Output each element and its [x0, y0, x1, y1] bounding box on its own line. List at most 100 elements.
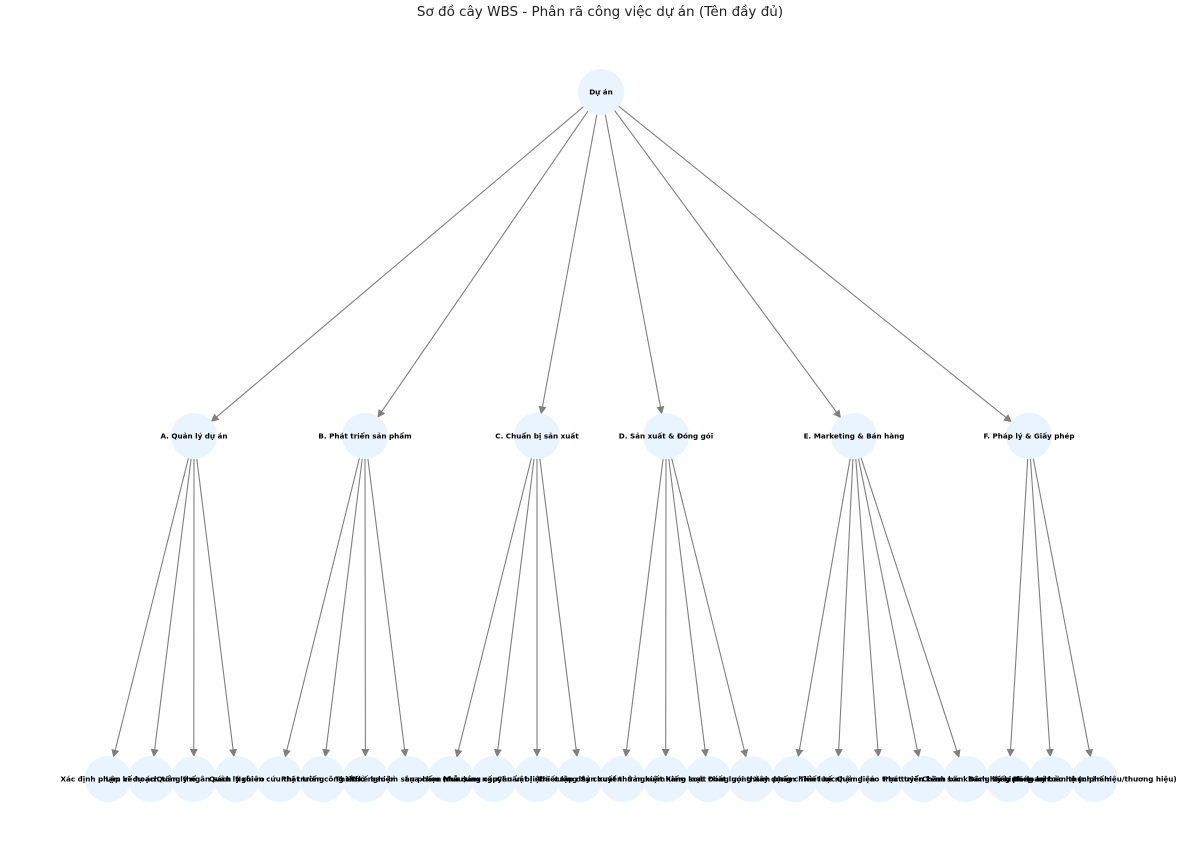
- leaf-node-0-3-label: Quản lý rủi ro: [209, 775, 265, 784]
- branch-node-5-label: F. Pháp lý & Giấy phép: [983, 432, 1074, 441]
- leaf-node-2-0-circle: [428, 756, 475, 802]
- leaf-node-5-0[interactable]: [985, 756, 1032, 802]
- leaf-node-2-1[interactable]: [471, 756, 518, 802]
- leaf-node-3-3-circle: [728, 756, 775, 802]
- leaf-node-1-3[interactable]: [385, 756, 432, 802]
- branch-node-2-label: C. Chuẩn bị sản xuất: [495, 432, 579, 441]
- leaf-node-3-0[interactable]: [599, 756, 646, 802]
- leaf-node-5-1-label: Giấy phép an toàn thực phẩm: [992, 775, 1112, 784]
- branch-node-0[interactable]: [171, 413, 217, 459]
- leaf-node-4-0[interactable]: [771, 756, 818, 802]
- leaf-node-5-1-circle: [1028, 756, 1075, 802]
- leaf-node-5-2[interactable]: [1071, 756, 1118, 802]
- leaf-node-3-0-label: Sản xuất thử nghiệm: [581, 775, 666, 784]
- leaf-node-3-0-circle: [599, 756, 646, 802]
- leaf-node-4-1-circle: [814, 756, 861, 802]
- leaf-node-5-1[interactable]: [1028, 756, 1075, 802]
- leaf-node-4-1[interactable]: [814, 756, 861, 802]
- leaf-node-1-1-label: Phát triển công thức: [281, 775, 364, 784]
- leaf-node-3-2-circle: [685, 756, 732, 802]
- leaf-node-1-0[interactable]: [256, 756, 303, 802]
- edge-branch-5-to-leaf-2: [1032, 458, 1094, 758]
- leaf-node-4-3-circle: [900, 756, 947, 802]
- edge-branch-5-to-leaf-0: [1006, 458, 1029, 757]
- branch-node-3-circle: [643, 413, 689, 459]
- leaf-node-0-2-circle: [170, 756, 217, 802]
- leaf-node-3-1[interactable]: [642, 756, 689, 802]
- branch-node-2[interactable]: [514, 413, 560, 459]
- leaf-node-0-1[interactable]: [127, 756, 174, 802]
- leaf-node-4-3-label: Phát triển kênh bán: [883, 775, 963, 784]
- leaf-node-4-2-label: Quảng cáo trực tuyến: [836, 775, 923, 784]
- leaf-node-1-3-label: Thử nghiệm sản phẩm (mẫu): [350, 775, 466, 784]
- leaf-node-4-1-label: Thiết kế nhận diện: [799, 775, 875, 784]
- branch-node-0-circle: [171, 413, 217, 459]
- leaf-node-2-2-circle: [514, 756, 560, 802]
- edge-branch-3-to-leaf-3: [671, 458, 749, 758]
- leaf-node-4-4-label: Chăm sóc khách hàng: [922, 775, 1010, 784]
- leaf-node-2-3[interactable]: [556, 756, 603, 802]
- edge-branch-1-to-leaf-0: [283, 458, 360, 758]
- edge-branch-2-to-leaf-0: [454, 458, 532, 758]
- leaf-node-3-1-label: Sản xuất hàng loạt: [627, 775, 704, 784]
- diagram-title: Sơ đồ cây WBS - Phân rã công việc dự án …: [417, 3, 783, 20]
- edge-root-to-branch-3: [604, 114, 665, 415]
- leaf-node-4-4-circle: [943, 756, 989, 802]
- edge-branch-4-to-leaf-0: [795, 458, 851, 758]
- branch-node-5[interactable]: [1006, 413, 1052, 459]
- edge-branch-2-to-leaf-3: [539, 458, 581, 758]
- leaf-node-4-3[interactable]: [900, 756, 947, 802]
- leaf-node-4-2[interactable]: [857, 756, 904, 802]
- edge-branch-0-to-leaf-1: [150, 458, 192, 758]
- branch-node-4[interactable]: [831, 413, 877, 459]
- leaf-node-0-3[interactable]: [213, 756, 260, 802]
- edge-branch-3-to-leaf-2: [668, 458, 709, 758]
- leaf-node-4-2-circle: [857, 756, 904, 802]
- leaf-node-0-0-circle: [85, 756, 131, 802]
- edge-root-to-branch-2: [538, 114, 598, 415]
- leaf-node-5-0-circle: [985, 756, 1032, 802]
- branch-node-3-label: D. Sản xuất & Đóng gói: [619, 432, 713, 441]
- leaf-node-4-4[interactable]: [943, 756, 989, 802]
- edge-branch-1-to-leaf-3: [367, 458, 409, 758]
- leaf-node-2-0[interactable]: [428, 756, 475, 802]
- leaf-node-1-2[interactable]: [342, 756, 389, 802]
- leaf-node-4-0-label: Xây dựng chiến lược: [754, 775, 836, 784]
- branch-node-0-label: A. Quản lý dự án: [160, 432, 227, 441]
- leaf-node-0-2-label: Quản lý ngân sách: [157, 775, 232, 784]
- edges-layer: [111, 105, 1094, 759]
- edge-branch-0-to-leaf-0: [111, 458, 189, 758]
- leaf-node-0-3-circle: [213, 756, 260, 802]
- edge-branch-4-to-leaf-1: [834, 458, 854, 757]
- leaf-node-1-1[interactable]: [299, 756, 346, 802]
- leaf-node-2-3-circle: [556, 756, 603, 802]
- leaf-node-2-1-circle: [471, 756, 518, 802]
- root-node[interactable]: [578, 69, 624, 115]
- leaf-node-3-3[interactable]: [728, 756, 775, 802]
- branch-node-4-circle: [831, 413, 877, 459]
- branch-node-5-circle: [1006, 413, 1052, 459]
- branch-node-1[interactable]: [342, 413, 388, 459]
- branch-node-1-label: B. Phát triển sản phẩm: [318, 432, 411, 441]
- edge-branch-1-to-leaf-1: [322, 458, 363, 758]
- edge-branch-3-to-leaf-0: [622, 458, 664, 758]
- edge-branch-4-to-leaf-2: [855, 458, 882, 758]
- leaf-node-3-2[interactable]: [685, 756, 732, 802]
- leaf-node-0-0[interactable]: [85, 756, 131, 802]
- edge-root-to-branch-4: [614, 110, 841, 419]
- edge-branch-5-to-leaf-1: [1029, 458, 1054, 758]
- leaf-node-2-3-label: Thiết lập dây chuyền: [538, 775, 622, 784]
- leaf-node-1-2-circle: [342, 756, 389, 802]
- branch-node-1-circle: [342, 413, 388, 459]
- leaf-node-0-0-label: Xác định phạm vi dự án: [61, 775, 156, 784]
- leaf-node-3-2-label: Kiểm soát chất lượng: [666, 775, 752, 784]
- branch-node-3[interactable]: [643, 413, 689, 459]
- edge-branch-2-to-leaf-1: [493, 458, 535, 758]
- leaf-node-0-2[interactable]: [170, 756, 217, 802]
- edge-branch-4-to-leaf-4: [860, 457, 961, 759]
- edge-root-to-branch-0: [210, 106, 584, 422]
- leaf-node-0-1-circle: [127, 756, 174, 802]
- leaf-node-1-2-label: Thiết kế bao bì: [335, 775, 396, 784]
- leaf-node-2-2[interactable]: [514, 756, 560, 802]
